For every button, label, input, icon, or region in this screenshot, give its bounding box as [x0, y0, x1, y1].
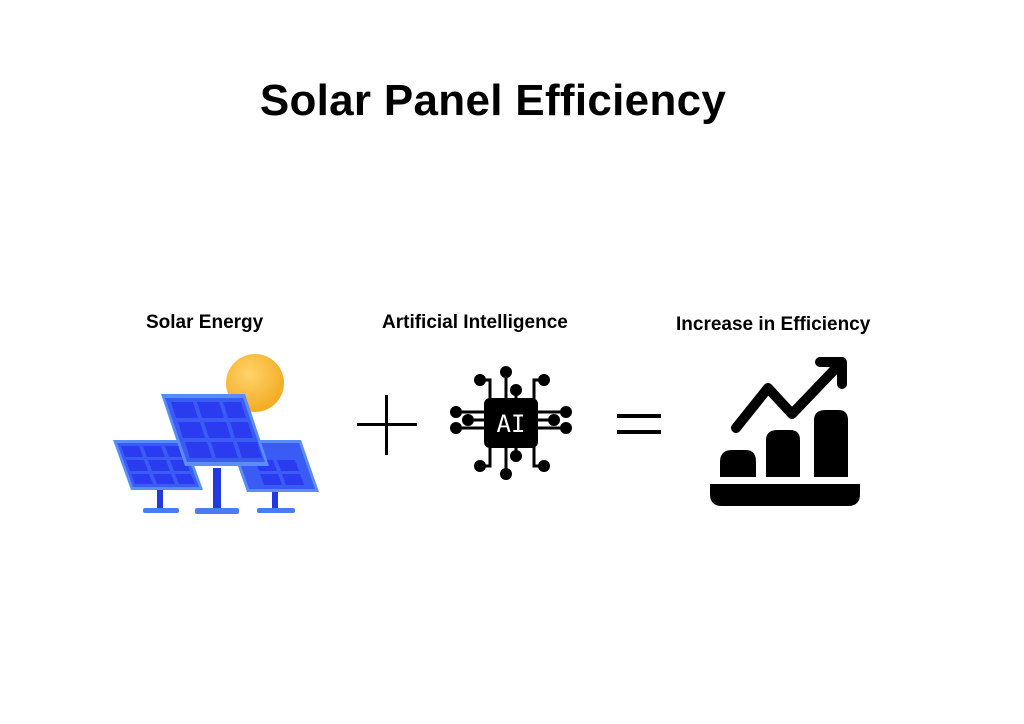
- ai-chip-text: AI: [497, 410, 526, 438]
- label-solar-energy: Solar Energy: [146, 312, 264, 333]
- plus-icon: [357, 395, 417, 455]
- solar-panel-icon: [113, 354, 319, 514]
- ai-chip-icon: AI: [450, 366, 572, 480]
- growth-chart-icon: [710, 357, 860, 506]
- label-artificial-intelligence: Artificial Intelligence: [382, 312, 568, 333]
- equals-icon: [617, 414, 661, 434]
- page-title: Solar Panel Efficiency: [259, 76, 727, 125]
- label-increase-in-efficiency: Increase in Efficiency: [676, 314, 871, 335]
